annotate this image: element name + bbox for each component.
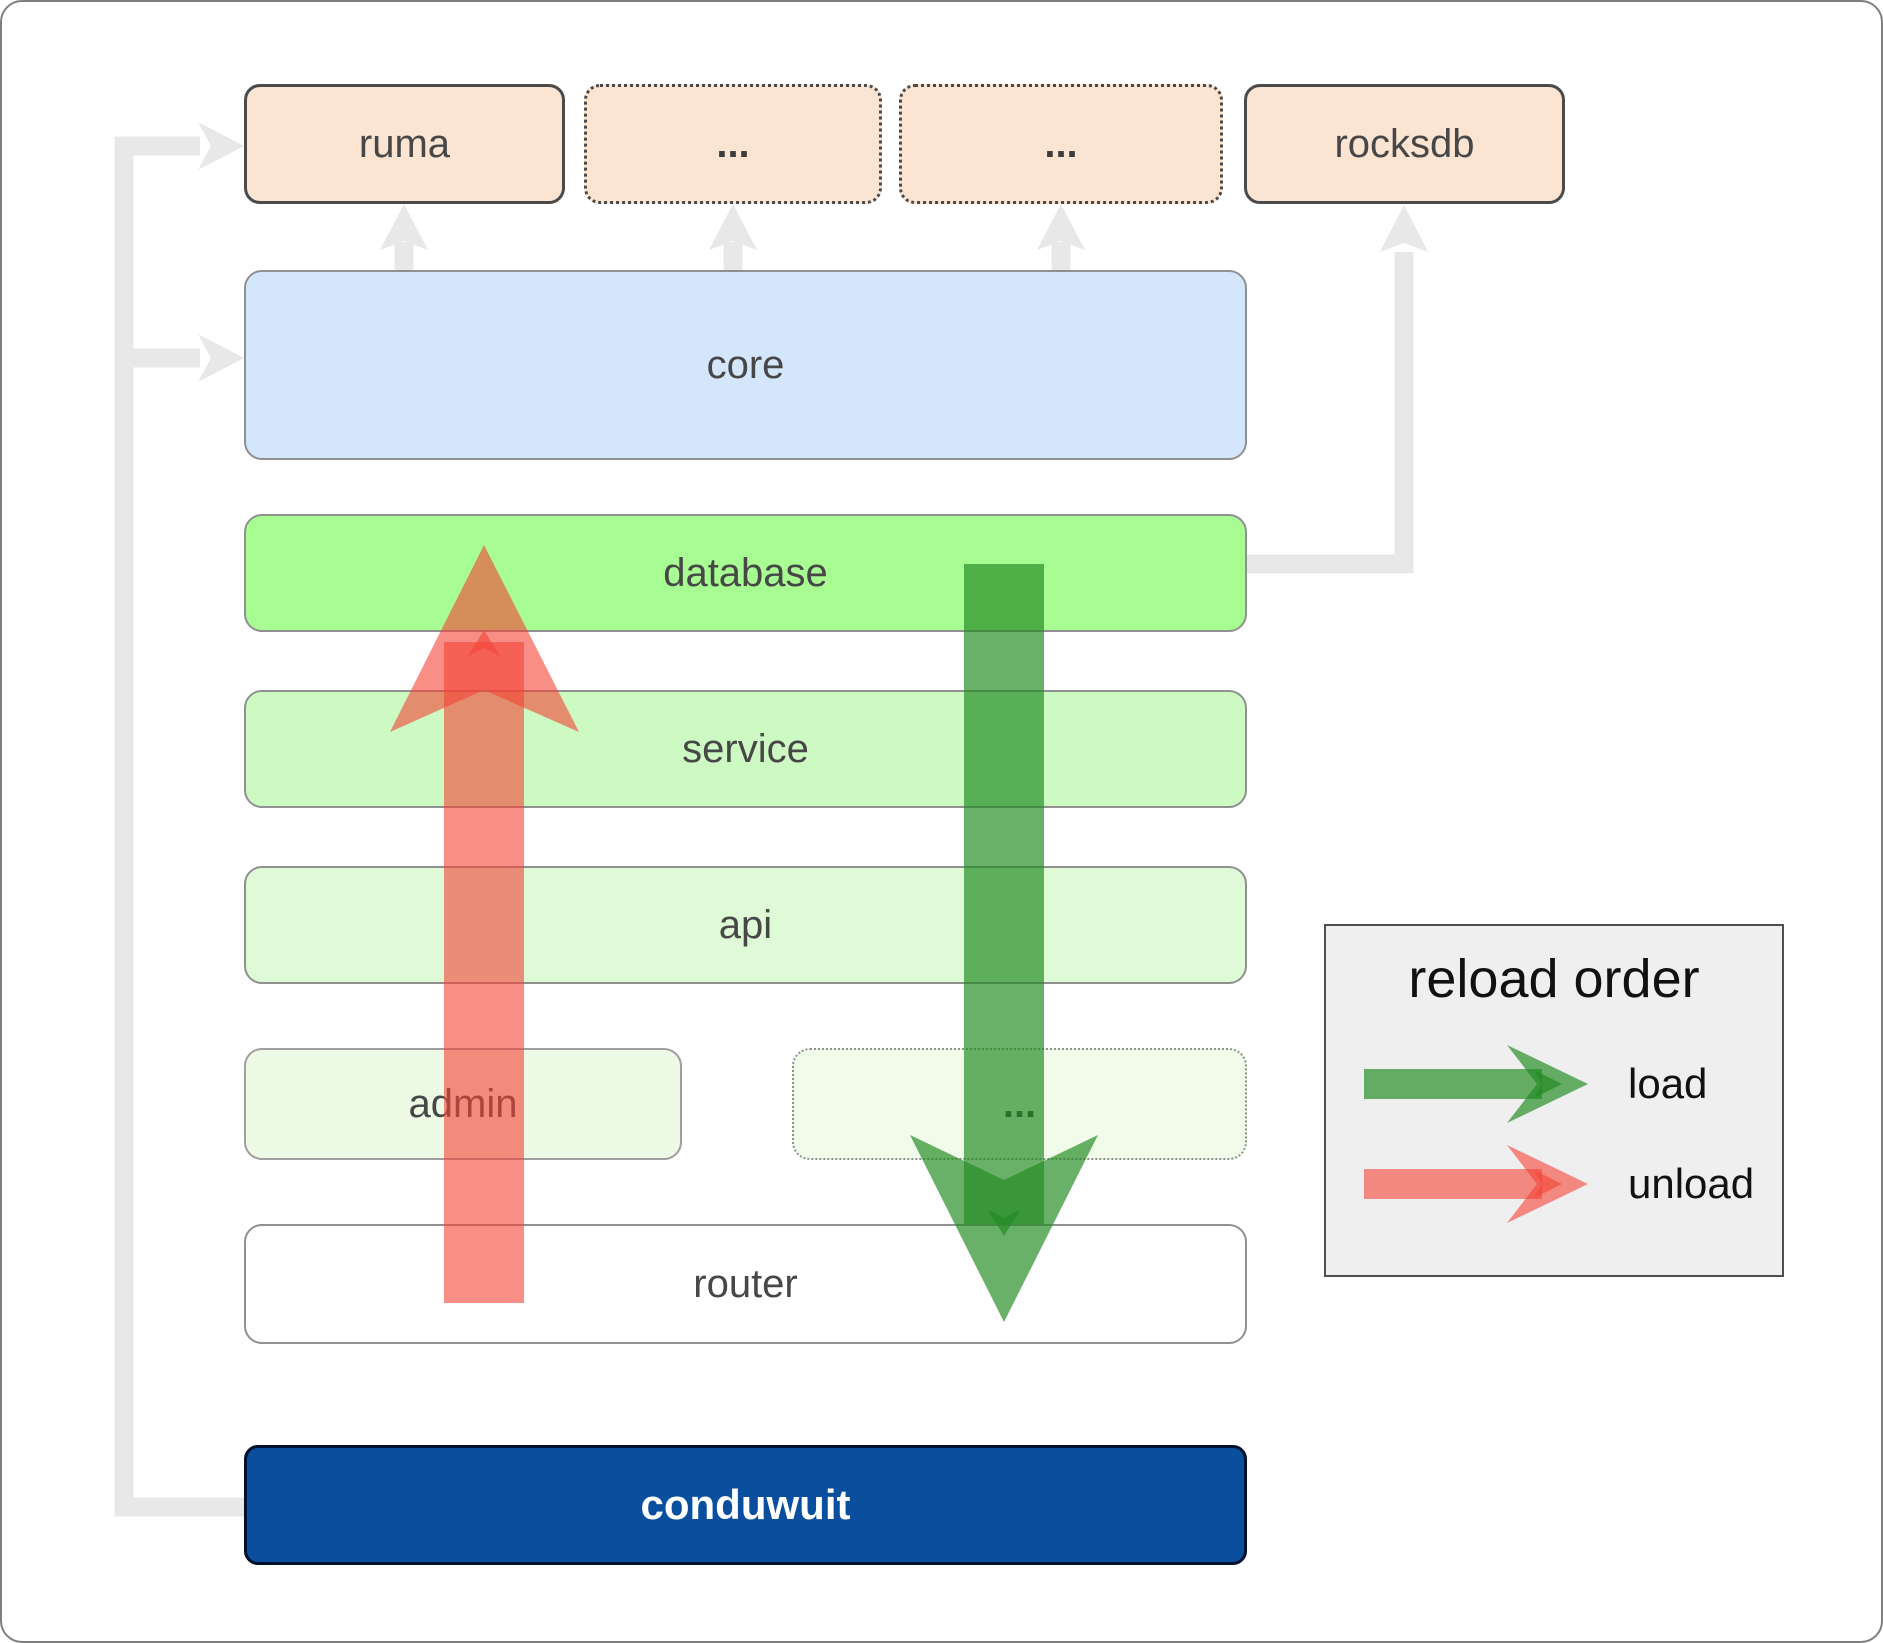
node-database: database [244, 514, 1247, 632]
unload-arrow-icon [1364, 1145, 1588, 1223]
node-conduwuit: conduwuit [244, 1445, 1247, 1565]
node-ellipsis-1: ... [584, 84, 882, 204]
node-admin: admin [244, 1048, 682, 1160]
arrowhead-to-rocksdb-icon [1380, 205, 1428, 252]
connector-database-rocksdb [1247, 252, 1414, 574]
legend-label-load: load [1628, 1060, 1708, 1107]
arrowhead-to-core-icon [198, 334, 244, 382]
arrowhead-core-ellipsis2-icon [1037, 204, 1085, 250]
node-ellipsis-2: ... [899, 84, 1223, 204]
node-router: router [244, 1224, 1247, 1344]
arrowhead-core-ellipsis1-icon [709, 204, 757, 250]
node-api: api [244, 866, 1247, 984]
node-ruma: ruma [244, 84, 565, 204]
legend-label-unload: unload [1628, 1160, 1755, 1207]
unload-arrow-tip-icon [468, 630, 500, 656]
node-service: service [244, 690, 1247, 808]
load-arrow-icon [1364, 1045, 1588, 1123]
node-rocksdb: rocksdb [1244, 84, 1565, 204]
legend-panel: reload order load unload [1324, 924, 1784, 1277]
arrowhead-core-ruma-icon [380, 204, 428, 250]
node-ellipsis-3: ... [792, 1048, 1247, 1160]
connector-conduwuit-loop [114, 136, 244, 1517]
legend-title: reload order [1408, 949, 1700, 1009]
arrowhead-to-ruma-icon [198, 122, 244, 170]
node-core: core [244, 270, 1247, 460]
